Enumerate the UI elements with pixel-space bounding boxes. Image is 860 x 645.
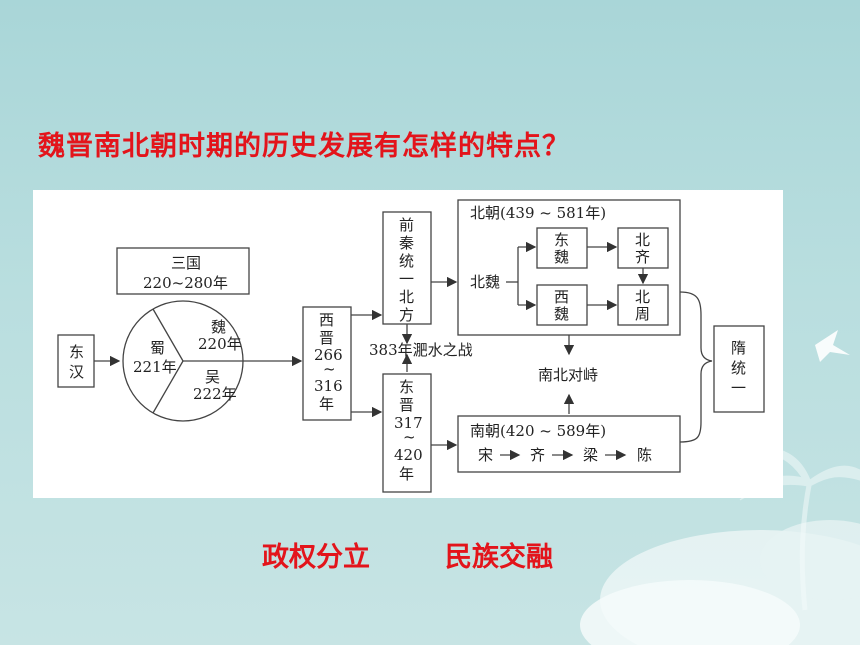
shu-year: 221年 bbox=[133, 358, 177, 376]
dong-jin-box bbox=[382, 373, 432, 493]
sui-3: 一 bbox=[731, 379, 746, 397]
xi-jin-2: 晋 bbox=[319, 329, 334, 347]
qian-qin-2: 秦 bbox=[399, 234, 414, 252]
san-guo-box bbox=[116, 247, 250, 295]
xi-jin-box bbox=[302, 306, 352, 421]
qian-qin-1: 前 bbox=[399, 216, 414, 234]
nan-chao-title: 南朝(420 ~ 589年) bbox=[470, 422, 606, 440]
wu-year: 222年 bbox=[193, 385, 237, 403]
xi-jin-3: 266 bbox=[314, 346, 343, 364]
dong-jin-2: 晋 bbox=[399, 396, 414, 414]
xi-wei-2: 魏 bbox=[554, 305, 569, 323]
dong-wei-box bbox=[536, 227, 588, 269]
nan-chao-liang: 梁 bbox=[583, 446, 598, 464]
bei-wei: 北魏 bbox=[470, 273, 500, 291]
bei-chao-title: 北朝(439 ~ 581年) bbox=[470, 204, 606, 222]
dong-jin-4: ~ bbox=[403, 428, 416, 446]
history-diagram: 东 汉 三国 220~280年 魏 220年 蜀 221年 吴 222年 西 晋… bbox=[33, 190, 783, 498]
nan-chao-chen: 陈 bbox=[637, 446, 652, 464]
wei-name: 魏 bbox=[211, 318, 226, 336]
bei-zhou-box bbox=[617, 284, 669, 326]
nan-chao-box bbox=[457, 415, 681, 473]
dong-jin-1: 东 bbox=[399, 378, 414, 396]
sui-2: 统 bbox=[731, 359, 746, 377]
feishui-battle: 383年淝水之战 bbox=[369, 341, 473, 359]
wei-year: 220年 bbox=[198, 335, 242, 353]
xi-jin-4: ~ bbox=[323, 360, 336, 378]
seagull-icon bbox=[815, 330, 850, 362]
qian-qin-3: 统 bbox=[399, 252, 414, 270]
nan-chao-song: 宋 bbox=[478, 446, 493, 464]
nanbei-duizhi: 南北对峙 bbox=[538, 366, 598, 384]
shu-name: 蜀 bbox=[150, 339, 165, 357]
qian-qin-5: 北 bbox=[399, 288, 414, 306]
xi-jin-6: 年 bbox=[319, 395, 334, 413]
qian-qin-4: 一 bbox=[399, 270, 414, 288]
bei-zhou-1: 北 bbox=[635, 288, 650, 306]
sui-1: 隋 bbox=[731, 339, 746, 357]
qian-qin-6: 方 bbox=[399, 306, 414, 324]
xi-wei-1: 西 bbox=[554, 288, 569, 306]
san-guo-years: 220~280年 bbox=[143, 274, 228, 292]
bei-qi-2: 齐 bbox=[635, 248, 650, 266]
bei-zhou-2: 周 bbox=[635, 305, 650, 323]
xi-jin-5: 316 bbox=[314, 377, 343, 395]
dong-han-label-1: 东 bbox=[69, 343, 84, 361]
xi-jin-1: 西 bbox=[319, 311, 334, 329]
dong-wei-2: 魏 bbox=[554, 248, 569, 266]
answer-ethnic-integration: 民族交融 bbox=[445, 542, 553, 573]
nan-chao-qi: 齐 bbox=[530, 446, 545, 464]
wu-name: 吴 bbox=[205, 368, 220, 386]
san-guo-title: 三国 bbox=[171, 254, 201, 272]
dong-jin-5: 420 bbox=[394, 446, 423, 464]
bei-qi-1: 北 bbox=[635, 231, 650, 249]
sui-box bbox=[713, 325, 765, 413]
dong-jin-3: 317 bbox=[394, 414, 423, 432]
dong-han-label-2: 汉 bbox=[69, 363, 84, 381]
answer-political-division: 政权分立 bbox=[262, 542, 370, 573]
dong-wei-1: 东 bbox=[554, 231, 569, 249]
question-title: 魏晋南北朝时期的历史发展有怎样的特点？ bbox=[38, 131, 570, 162]
dong-jin-6: 年 bbox=[399, 465, 414, 483]
